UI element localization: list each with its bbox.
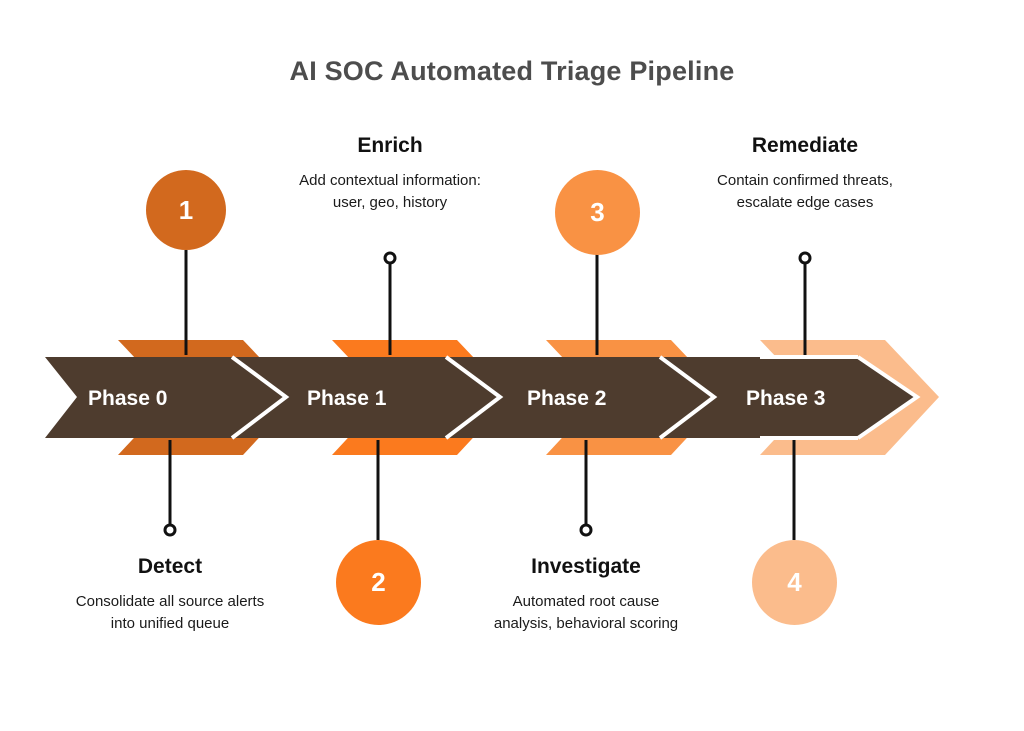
chevron-outline-group [118,340,939,455]
step-circle-1[interactable]: 1 [146,170,226,250]
connector-group [168,250,807,540]
step-label-investigate: Investigate Automated root cause analysi… [486,554,686,635]
step-circle-3-number: 3 [590,197,605,227]
step-circle-2[interactable]: 2 [336,540,421,625]
band-separator-2 [658,355,718,440]
step-label-enrich: Enrich Add contextual information: user,… [296,133,484,214]
endpoint-ring-remediate [798,251,812,265]
endpoint-ring-investigate [579,523,593,537]
page-title: AI SOC Automated Triage Pipeline [289,56,735,86]
band-separator-3 [856,355,921,440]
connector-endpoint-group [163,251,812,537]
chevron-outline-1 [332,340,511,455]
step-heading-remediate: Remediate [751,134,859,157]
step-circle-2-number: 2 [371,567,386,597]
step-label-remediate: Remediate Contain confirmed threats, esc… [705,133,905,214]
phase-label-2: Phase 2 [527,387,606,410]
endpoint-ring-detect [163,523,177,537]
chevron-outline-0 [118,340,297,455]
step-circle-4-number: 4 [787,567,802,597]
step-description-investigate: Automated root cause analysis, behaviora… [493,593,679,632]
step-circle-3[interactable]: 3 [555,170,640,255]
step-label-detect: Detect Consolidate all source alerts int… [70,554,270,635]
step-circle-4[interactable]: 4 [752,540,837,625]
step-description-enrich: Add contextual information: user, geo, h… [299,172,481,211]
band-separator-0 [230,355,290,440]
pipeline-band [45,357,917,438]
endpoint-ring-enrich [383,251,397,265]
phase-label-3: Phase 3 [746,387,825,410]
step-heading-investigate: Investigate [531,555,641,578]
chevron-outline-3 [760,340,939,455]
band-separator-1 [444,355,504,440]
step-description-remediate: Contain confirmed threats, escalate edge… [717,172,893,211]
step-heading-detect: Detect [137,555,203,578]
chevron-outline-2 [546,340,725,455]
step-description-detect: Consolidate all source alerts into unifi… [75,593,265,632]
band-separator-group [230,355,921,440]
step-heading-enrich: Enrich [357,134,423,157]
phase-label-0: Phase 0 [88,387,167,410]
phase-label-1: Phase 1 [307,387,387,410]
step-circle-1-number: 1 [178,194,194,225]
